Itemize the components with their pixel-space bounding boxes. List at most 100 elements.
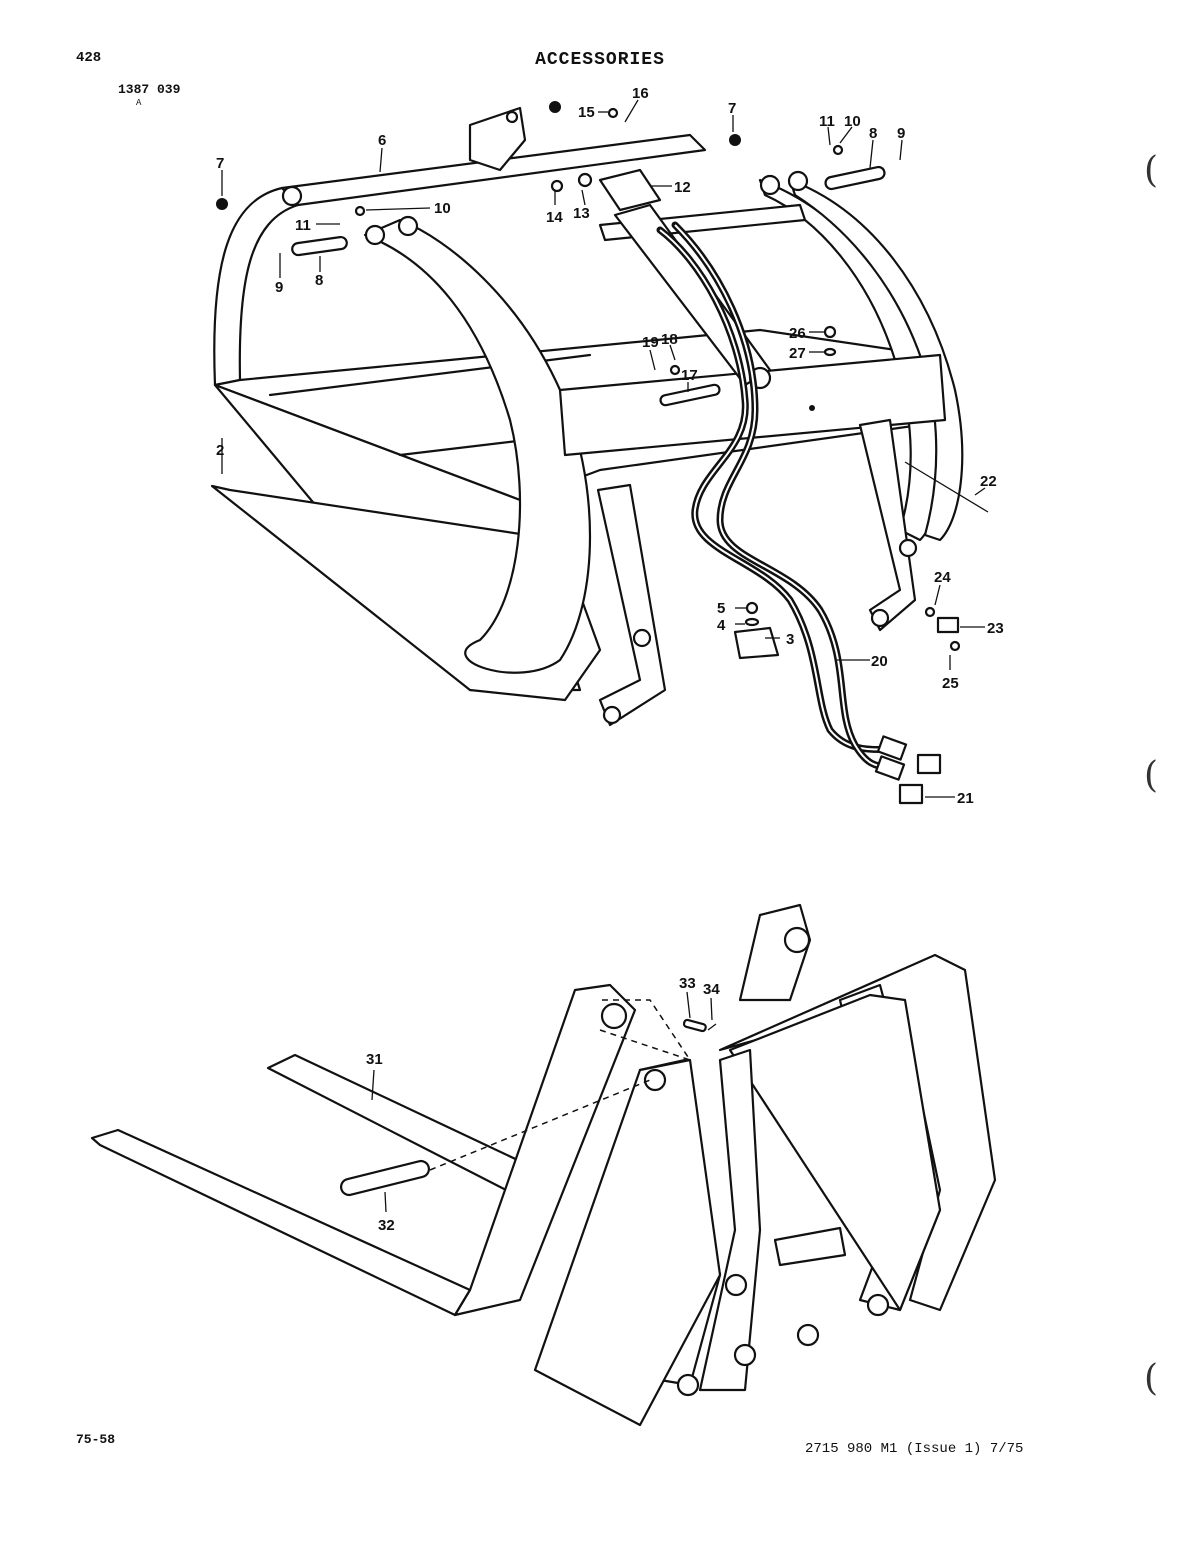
leader-lines <box>221 99 986 798</box>
right-mounting-leg <box>858 418 917 632</box>
callout-10: 10 <box>434 200 451 217</box>
pivot-boss <box>397 215 419 237</box>
cylinder-clevis <box>598 168 662 212</box>
callout-32: 32 <box>378 1217 395 1234</box>
elbow-adapter <box>916 753 942 775</box>
carriage-pivot <box>733 1343 757 1367</box>
grapple-bucket-assembly <box>210 99 989 805</box>
cap-screw-head <box>823 325 837 339</box>
carriage-side-plate <box>698 1048 762 1392</box>
carriage-front-plate <box>533 1058 722 1427</box>
lock-washer <box>823 347 837 357</box>
nut <box>729 134 741 146</box>
leader-lines <box>371 991 713 1213</box>
elbow-adapter <box>898 783 924 805</box>
callout-12: 12 <box>674 179 691 196</box>
callout-27: 27 <box>789 345 806 362</box>
callout-24: 24 <box>934 569 951 586</box>
illustration-reference: 1387 039 <box>118 82 181 97</box>
callout-11: 11 <box>819 113 835 130</box>
pivot-pin <box>824 165 886 191</box>
grapple-front-tine <box>363 218 592 674</box>
callout-34: 34 <box>703 981 720 998</box>
binder-ring-mark: ( <box>1144 755 1159 796</box>
section-number: 75-58 <box>76 1432 116 1447</box>
callout-16: 16 <box>632 85 649 102</box>
binder-ring-mark: ( <box>1144 150 1159 191</box>
pivot-boss <box>281 185 303 207</box>
callout-8: 8 <box>869 125 877 142</box>
fork-upright <box>453 983 637 1317</box>
callout-11: 11 <box>295 217 311 234</box>
bracket-hole <box>505 110 519 124</box>
callout-3: 3 <box>786 631 794 648</box>
reference-mark: A <box>136 98 142 108</box>
callout-15: 15 <box>578 104 595 121</box>
assembly-line <box>429 1079 651 1171</box>
carriage-pivot <box>724 1273 748 1297</box>
callout-5: 5 <box>717 600 725 617</box>
nut <box>549 101 561 113</box>
grease-fitting <box>809 405 815 411</box>
mounting-pin-hole <box>632 628 652 648</box>
cap-screw-head <box>354 205 366 217</box>
pallet-fork-assembly <box>90 903 997 1427</box>
lock-washer <box>744 617 760 627</box>
callout-17: 17 <box>681 367 698 384</box>
hose-coupler <box>874 755 906 781</box>
callout-20: 20 <box>871 653 888 670</box>
mounting-pin-hole <box>898 538 918 558</box>
callout-25: 25 <box>942 675 959 692</box>
callout-7: 7 <box>728 100 736 117</box>
nut <box>216 198 228 210</box>
bushing <box>577 172 593 188</box>
carriage-pivot <box>783 926 811 954</box>
binder-ring-mark: ( <box>1144 1358 1159 1399</box>
callout-7: 7 <box>216 155 224 172</box>
fitting <box>924 606 936 618</box>
carriage-pivot <box>676 1373 700 1397</box>
document-number: 2715 980 M1 (Issue 1) 7/75 <box>805 1441 1024 1457</box>
hose-coupler <box>876 735 908 761</box>
carriage-pivot <box>866 1293 890 1317</box>
callout-9: 9 <box>897 125 905 142</box>
grapple-top-bracket <box>468 106 527 172</box>
assembly-line <box>599 999 692 1062</box>
callout-13: 13 <box>573 205 590 222</box>
washer <box>550 179 564 193</box>
cap-screw-head <box>669 364 681 376</box>
callout-31: 31 <box>366 1051 383 1068</box>
carriage-pivot <box>643 1068 667 1092</box>
pivot-pin <box>291 235 348 257</box>
elbow-fitting <box>936 616 960 634</box>
pivot-boss <box>759 174 781 196</box>
fork-hook-boss <box>600 1002 628 1030</box>
pivot-boss <box>364 224 386 246</box>
callout-23: 23 <box>987 620 1004 637</box>
callout-19: 19 <box>642 334 659 351</box>
callout-21: 21 <box>957 790 974 807</box>
cap-screw-head <box>832 144 844 156</box>
callout-labels: 2 3 4 5 6 7 7 8 8 9 9 10 10 11 11 12 13 … <box>216 85 1004 1234</box>
callout-6: 6 <box>378 132 386 149</box>
carriage-cross-tube <box>773 1226 847 1267</box>
carriage-frame <box>728 993 942 1312</box>
fitting <box>949 640 961 652</box>
grapple-left-arm <box>213 186 300 387</box>
mounting-pin-hole <box>602 705 622 725</box>
mounting-clamp <box>733 626 780 660</box>
callout-18: 18 <box>661 331 678 348</box>
callout-14: 14 <box>546 209 563 226</box>
page-number: 428 <box>76 50 102 66</box>
cap-screw <box>682 1018 707 1033</box>
callout-4: 4 <box>717 617 726 634</box>
pallet-fork-tine <box>90 1128 472 1317</box>
callout-9: 9 <box>275 279 283 296</box>
nut <box>745 601 759 615</box>
callout-26: 26 <box>789 325 806 342</box>
cap-screw-head <box>607 107 619 119</box>
carriage-pivot <box>796 1323 820 1347</box>
callout-10: 10 <box>844 113 861 130</box>
callout-8: 8 <box>315 272 323 289</box>
callout-33: 33 <box>679 975 696 992</box>
